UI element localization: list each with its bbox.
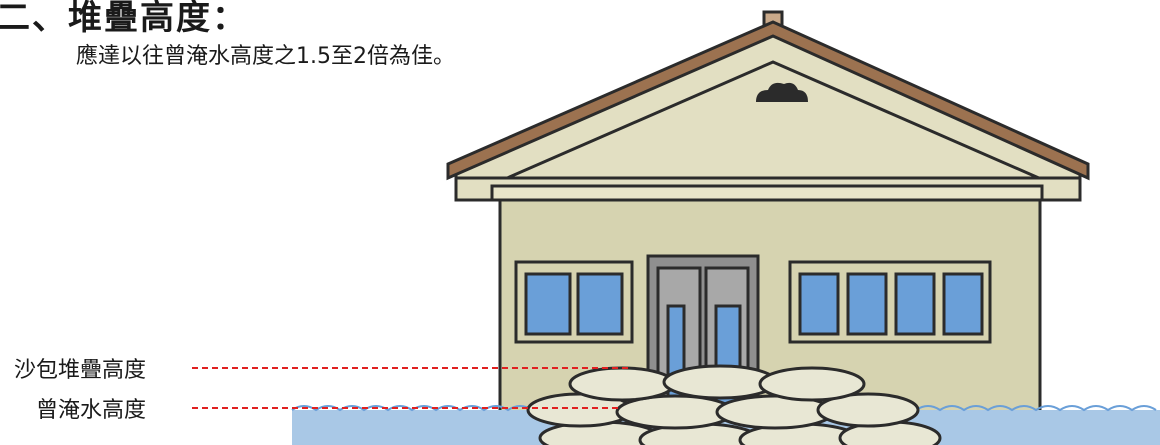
instruction-text: 應達以往曾淹水高度之1.5至2倍為佳。 bbox=[76, 44, 455, 69]
roof-edge bbox=[446, 20, 1090, 181]
sandbag-pile bbox=[526, 364, 942, 445]
window-pane bbox=[576, 272, 624, 336]
flood-height-label: 曾淹水高度 bbox=[36, 398, 147, 423]
cloud-vent-icon bbox=[756, 82, 808, 102]
section-heading: 二、堆疊高度： bbox=[0, 0, 248, 38]
sandbag bbox=[758, 366, 866, 402]
sandbag-height-label: 沙包堆疊高度 bbox=[14, 358, 147, 383]
cornice bbox=[490, 184, 1044, 202]
window-pane bbox=[846, 272, 888, 336]
window-pane bbox=[524, 272, 572, 336]
window-pane bbox=[942, 272, 984, 336]
sandbag bbox=[568, 366, 676, 402]
sandbag bbox=[816, 392, 920, 428]
window-pane bbox=[894, 272, 936, 336]
window-pane bbox=[798, 272, 840, 336]
